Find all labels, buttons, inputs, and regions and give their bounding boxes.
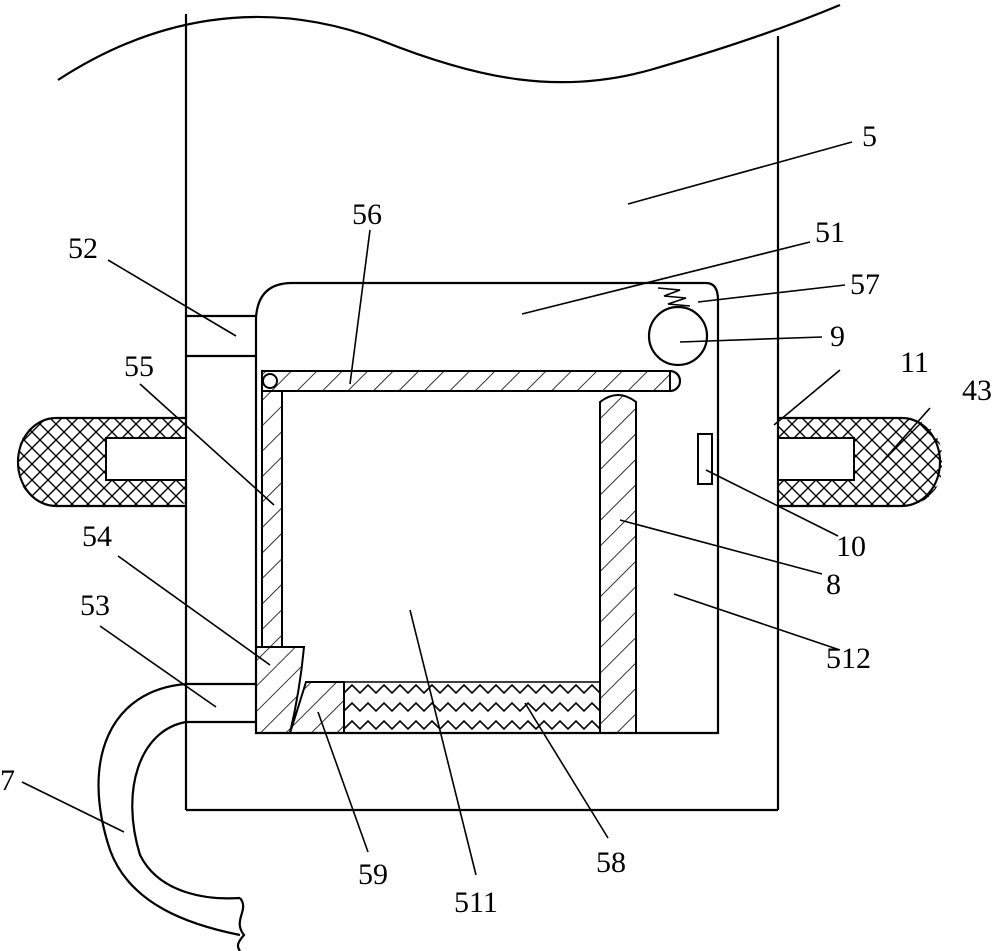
label-59: 59 bbox=[358, 858, 388, 891]
label-9: 9 bbox=[830, 320, 845, 353]
left-handle bbox=[16, 416, 187, 508]
label-43: 43 bbox=[962, 374, 992, 407]
small-spring bbox=[657, 287, 691, 307]
label-54: 54 bbox=[82, 520, 112, 553]
inner-housing bbox=[254, 281, 720, 735]
leader-lines bbox=[21, 141, 931, 876]
label-11: 11 bbox=[900, 346, 929, 379]
hose bbox=[97, 682, 246, 951]
label-58: 58 bbox=[596, 846, 626, 879]
label-56: 56 bbox=[352, 198, 382, 231]
sensor bbox=[697, 433, 713, 485]
label-10: 10 bbox=[836, 530, 866, 563]
label-57: 57 bbox=[850, 268, 880, 301]
right-handle bbox=[777, 416, 942, 508]
label-511: 511 bbox=[454, 886, 498, 919]
upper-port bbox=[186, 314, 256, 358]
cover-plate bbox=[261, 370, 671, 392]
spring bbox=[343, 681, 601, 731]
label-52: 52 bbox=[68, 232, 98, 265]
label-51: 51 bbox=[815, 216, 845, 249]
reference-labels: 5 51 52 53 54 55 56 57 58 59 511 512 7 8… bbox=[0, 120, 992, 919]
left-wall bbox=[261, 390, 283, 648]
label-7: 7 bbox=[0, 764, 15, 797]
label-55: 55 bbox=[124, 350, 154, 383]
label-5: 5 bbox=[862, 120, 877, 153]
break-line bbox=[57, 3, 841, 84]
hinge-pin bbox=[262, 373, 278, 389]
right-wall bbox=[599, 394, 637, 734]
seal-block bbox=[288, 681, 345, 734]
ball bbox=[647, 305, 709, 367]
label-8: 8 bbox=[826, 568, 841, 601]
lower-port bbox=[186, 682, 256, 724]
main-body bbox=[184, 14, 780, 812]
label-53: 53 bbox=[80, 589, 110, 622]
label-512: 512 bbox=[826, 642, 871, 675]
